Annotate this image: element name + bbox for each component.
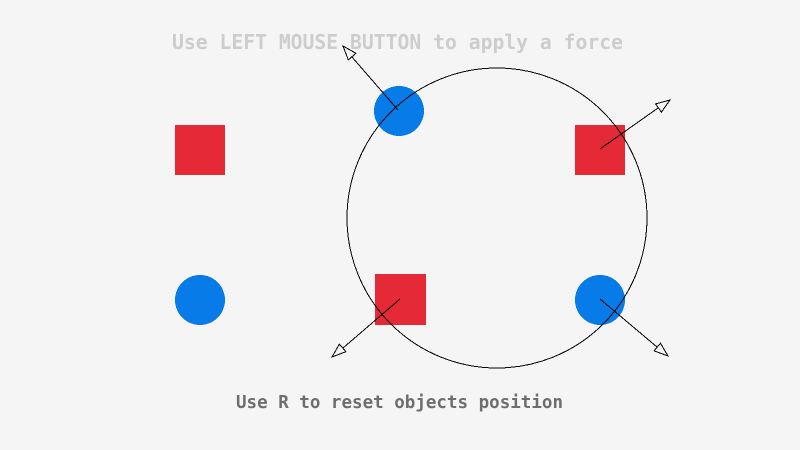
force-arrow-head [654,99,672,113]
force-arrow-bottom-ball [599,298,670,357]
boundary-circle[interactable] [346,67,648,369]
force-arrow-top-ball [342,44,399,111]
instruction-bottom-text: Use R to reset objects position [236,393,563,413]
blue-ball-bottom-right[interactable] [575,275,625,325]
red-box-left[interactable] [175,125,225,175]
blue-ball-top[interactable] [374,86,424,136]
force-arrow-right-box [599,99,672,150]
force-arrow-center-box [330,298,401,358]
force-arrow-head [653,342,670,357]
force-arrow-head [330,343,347,358]
red-box-right[interactable] [575,125,625,175]
red-box-center[interactable] [375,274,426,325]
force-arrow-line [599,107,659,150]
force-arrow-line [342,298,401,349]
blue-ball-left[interactable] [175,275,225,325]
force-arrow-line [599,298,658,348]
force-arrow-head [342,44,357,61]
instruction-top-text: Use LEFT MOUSE BUTTON to apply a force [172,30,623,54]
force-arrow-line [351,56,399,111]
